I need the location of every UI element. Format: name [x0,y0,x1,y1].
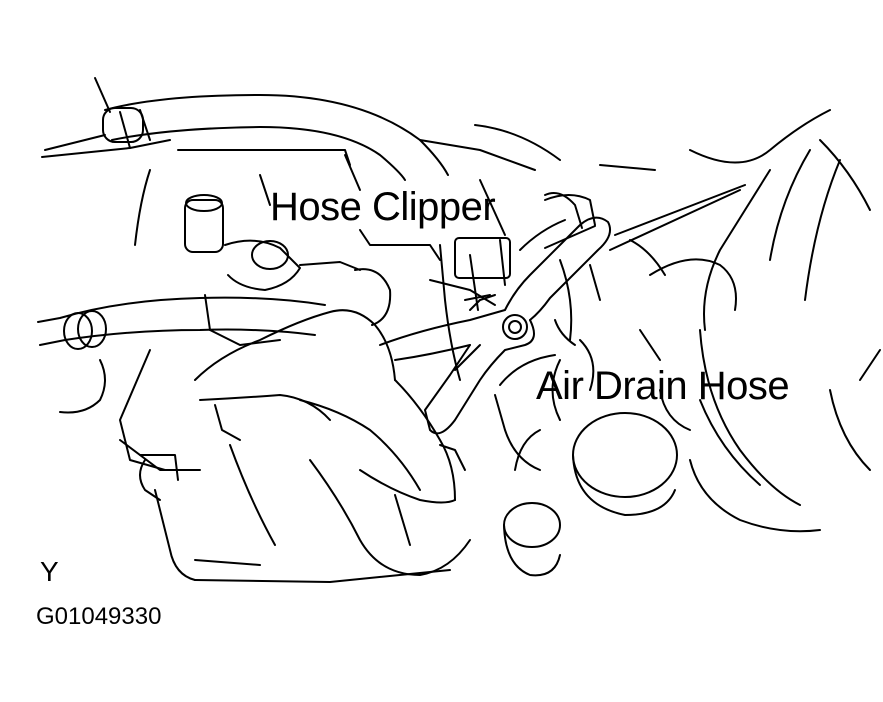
background-lines [41,77,871,246]
view-letter: Y [40,556,59,587]
hose-clipper-callout: Hose Clipper [270,185,496,229]
upper-hose [102,94,449,181]
left-hose [37,296,326,350]
hose-clipper-tool [379,184,746,435]
air-drain-hose-callout: Air Drain Hose [536,364,790,408]
engine-components [59,179,596,583]
figure-code: G01049330 [36,603,162,630]
air-drain-hose [544,192,737,391]
hand [194,309,471,576]
right-components [439,149,881,577]
